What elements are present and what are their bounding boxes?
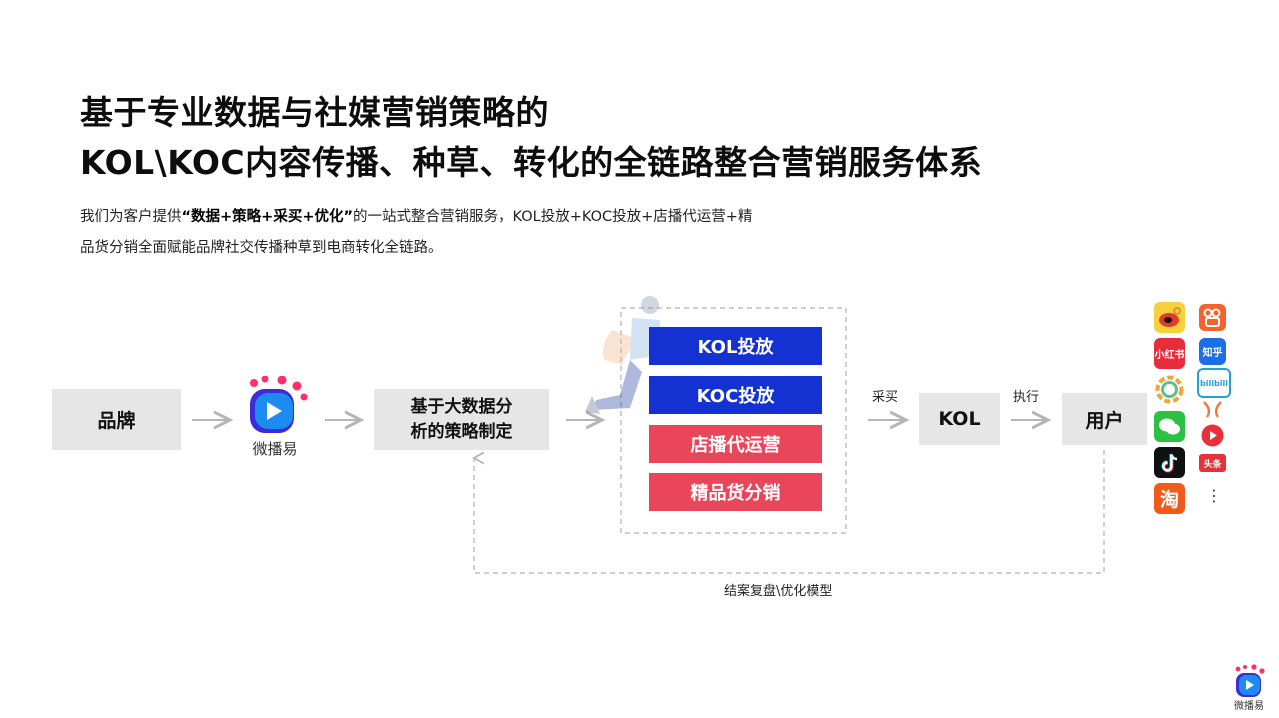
service-live-label: 店播代运营 xyxy=(690,435,781,456)
feedback-label: 结案复盘\优化模型 xyxy=(724,584,833,599)
service-distribution: 精品货分销 xyxy=(649,473,822,511)
service-koc: KOC投放 xyxy=(649,376,822,414)
brand-box: 品牌 xyxy=(52,389,181,450)
title-line-1: 基于专业数据与社媒营销策略的 xyxy=(80,93,549,132)
footer-logo-text: 微播易 xyxy=(1234,701,1264,712)
intro-prefix: 我们为客户提供 xyxy=(80,209,182,225)
brand-label: 品牌 xyxy=(97,410,136,432)
intro-line-2: 品货分销全面赋能品牌社交传播种草到电商转化全链路。 xyxy=(80,240,443,256)
service-koc-label: KOC投放 xyxy=(696,386,775,407)
weibo-icon xyxy=(1154,302,1185,333)
page-title: 基于专业数据与社媒营销策略的 KOL\KOC内容传播、种草、转化的全链路整合营销… xyxy=(80,88,1230,188)
bilibili-icon-text: bilibili xyxy=(1200,378,1228,388)
toutiao-icon-text: 头条 xyxy=(1203,459,1222,470)
title-line-2: KOL\KOC内容传播、种草、转化的全链路整合营销服务体系 xyxy=(80,143,983,182)
bow-app-icon xyxy=(1199,398,1226,420)
execute-label: 执行 xyxy=(1013,390,1040,405)
feedback-loop xyxy=(472,450,1105,574)
xiaohongshu-icon-text: 小红书 xyxy=(1154,350,1185,361)
user-box: 用户 xyxy=(1062,393,1147,445)
footer-play-icon xyxy=(1235,664,1265,697)
buy-label: 采买 xyxy=(872,390,899,405)
video-app-icon xyxy=(1199,422,1226,449)
intro-suffix: 的一站式整合营销服务，KOL投放+KOC投放+店播代运营+精 xyxy=(353,209,753,225)
toutiao-icon: 头条 xyxy=(1199,454,1226,472)
footer-logo: 微播易 xyxy=(1232,664,1268,714)
xiaohongshu-icon: 小红书 xyxy=(1154,338,1185,369)
user-label: 用户 xyxy=(1085,409,1124,432)
kuaishou-icon xyxy=(1199,304,1226,331)
taobao-icon-text: 淘 xyxy=(1159,489,1179,511)
photo-app-icon xyxy=(1154,374,1185,405)
intro-paragraph: 我们为客户提供“数据+策略+采买+优化”的一站式整合营销服务，KOL投放+KOC… xyxy=(80,202,900,264)
service-kol-label: KOL投放 xyxy=(697,337,774,358)
zhihu-icon: 知乎 xyxy=(1199,338,1226,365)
services-frame xyxy=(620,307,847,534)
douyin-icon xyxy=(1154,447,1185,478)
intro-highlight: “数据+策略+采买+优化” xyxy=(181,209,354,225)
service-distribution-label: 精品货分销 xyxy=(690,483,781,504)
strategy-line-2: 析的策略制定 xyxy=(410,421,513,442)
strategy-box: 基于大数据分 析的策略制定 xyxy=(374,389,549,450)
zhihu-icon-text: 知乎 xyxy=(1202,348,1223,359)
weiboyi-play-icon xyxy=(250,375,308,433)
weiboyi-logo: 微播易 xyxy=(244,375,310,466)
more-apps-indicator: ⋮ xyxy=(1206,486,1222,505)
kol-label: KOL xyxy=(938,408,981,430)
service-kol: KOL投放 xyxy=(649,327,822,365)
service-live: 店播代运营 xyxy=(649,425,822,463)
taobao-icon: 淘 xyxy=(1154,483,1185,514)
kol-box: KOL xyxy=(919,393,1000,445)
strategy-line-1: 基于大数据分 xyxy=(410,396,513,417)
weiboyi-logo-text: 微播易 xyxy=(252,440,298,458)
bilibili-icon: bilibili xyxy=(1197,368,1231,398)
wechat-icon xyxy=(1154,411,1185,442)
